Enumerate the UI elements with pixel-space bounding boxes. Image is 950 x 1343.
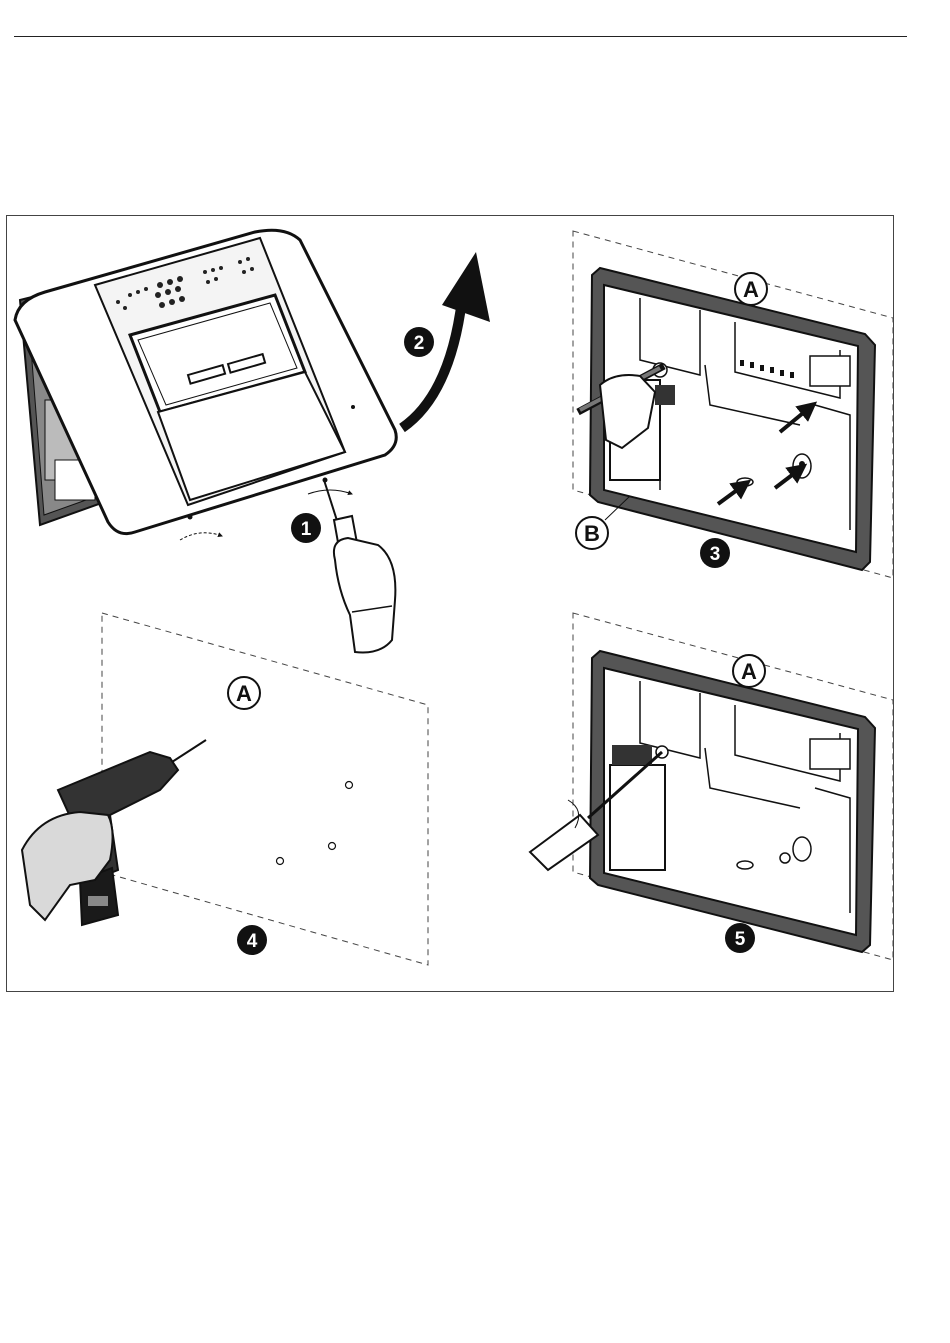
drill-hole xyxy=(277,782,353,865)
backplate-icon xyxy=(590,651,875,952)
svg-text:2: 2 xyxy=(414,333,425,354)
svg-text:A: A xyxy=(741,659,757,684)
svg-text:B: B xyxy=(584,521,600,546)
step-badge-2: 2 xyxy=(404,327,434,357)
svg-text:A: A xyxy=(743,277,759,302)
step-badge-1: 1 xyxy=(291,513,321,543)
step-badge-4: 4 xyxy=(237,925,267,955)
step-badge-3: 3 xyxy=(700,538,730,568)
callout-a-4: A xyxy=(228,677,260,709)
callout-a-5: A xyxy=(733,655,765,687)
step-badge-5: 5 xyxy=(725,923,755,953)
svg-text:3: 3 xyxy=(710,544,721,565)
svg-text:1: 1 xyxy=(301,519,312,540)
svg-text:4: 4 xyxy=(247,931,258,952)
control-panel-icon xyxy=(15,230,396,540)
callout-a-3: A xyxy=(735,273,767,305)
hand-icon xyxy=(334,538,395,653)
svg-text:5: 5 xyxy=(735,929,746,950)
svg-text:A: A xyxy=(236,681,252,706)
